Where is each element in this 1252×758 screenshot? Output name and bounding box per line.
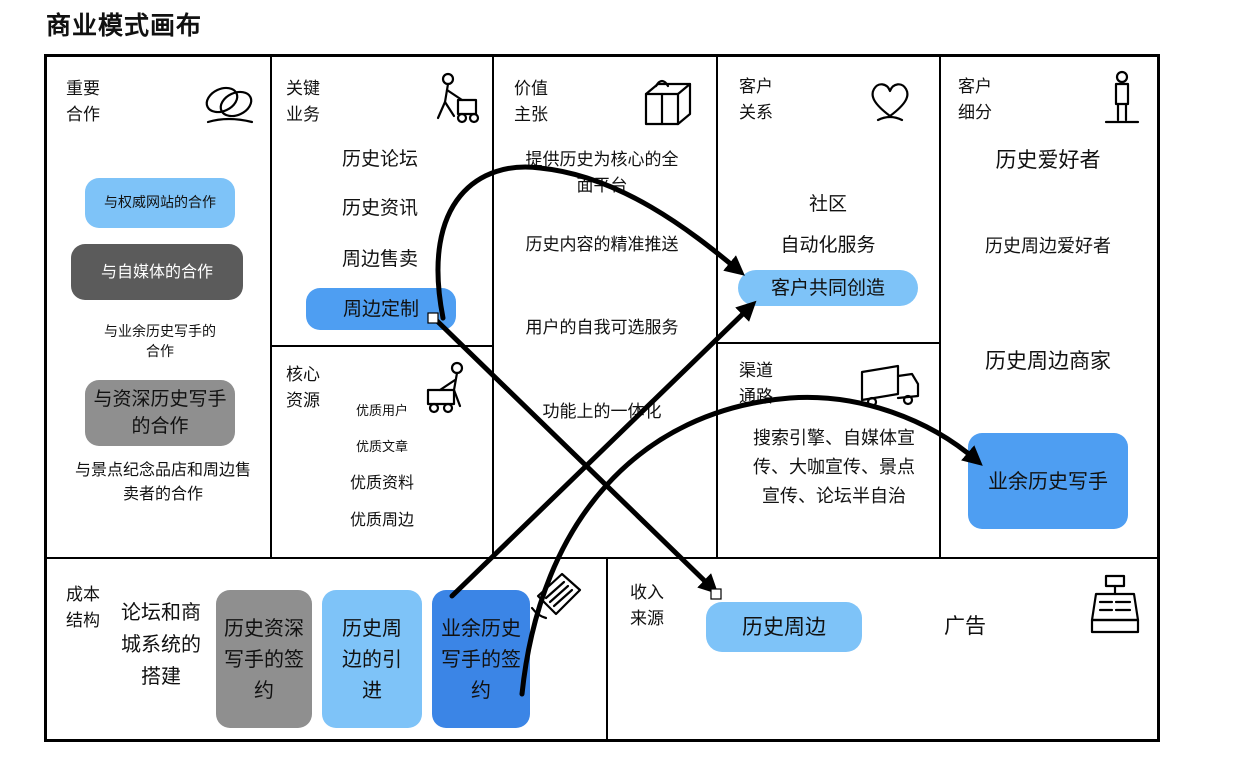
divider <box>606 557 608 739</box>
relation-item: 社区 <box>808 193 847 215</box>
cost-item: 历史资深写手的签约 <box>216 590 312 728</box>
channel-item: 搜索引擎、自媒体宣传、大咖宣传、景点宣传、论坛半自治 <box>753 428 915 507</box>
divider <box>270 57 272 557</box>
mower-icon <box>436 72 480 124</box>
relations-label: 客户 关系 <box>739 77 773 123</box>
divider <box>270 345 492 347</box>
activities-label: 关键 业务 <box>286 79 320 125</box>
rings-icon <box>205 86 254 124</box>
value-item: 功能上的一体化 <box>542 402 662 422</box>
partner-item: 与业余历史写手的合作 <box>104 324 216 360</box>
cost-item: 论坛和商城系统的搭建 <box>121 600 201 688</box>
segment-item: 历史爱好者 <box>995 148 1101 172</box>
partner-item: 与权威网站的合作 <box>85 178 235 228</box>
segment-item: 历史周边爱好者 <box>985 236 1111 257</box>
page-title: 商业模式画布 <box>46 11 203 40</box>
value-item: 历史内容的精准推送 <box>525 235 679 255</box>
heart-icon <box>871 83 909 122</box>
person-icon <box>1104 70 1140 124</box>
activity-item: 历史资讯 <box>341 197 418 219</box>
gift-icon <box>644 79 692 126</box>
canvas-frame <box>44 54 1160 742</box>
segment-item: 业余历史写手 <box>968 433 1128 529</box>
value-label: 价值 主张 <box>514 79 548 125</box>
activity-item: 历史论坛 <box>341 148 418 170</box>
divider <box>492 57 494 557</box>
segments-label: 客户 细分 <box>958 77 992 123</box>
resources-label: 核心 资源 <box>286 365 320 411</box>
cash-register-icon <box>1090 574 1140 634</box>
divider <box>939 57 941 557</box>
arrow-custom-to-cocreation <box>435 164 745 321</box>
relation-item: 自动化服务 <box>780 234 876 256</box>
arrow-custom-to-revenue <box>431 315 719 595</box>
resource-item: 优质资料 <box>349 473 414 492</box>
divider <box>47 557 1157 559</box>
connector-handle[interactable] <box>427 312 439 324</box>
arrow-writers-signing-to-cocreation <box>449 300 757 599</box>
partner-item: 与自媒体的合作 <box>71 244 243 300</box>
segment-item: 历史周边商家 <box>985 349 1111 373</box>
cart-icon <box>426 361 464 414</box>
cost-item: 业余历史写手的签约 <box>432 590 530 728</box>
resource-item: 优质周边 <box>349 510 414 529</box>
connector-handle[interactable] <box>710 588 722 600</box>
activity-item: 周边售卖 <box>341 248 418 270</box>
partner-item: 与资深历史写手的合作 <box>85 380 235 446</box>
revenue-item: 历史周边 <box>706 602 862 652</box>
resource-item: 优质文章 <box>355 440 408 455</box>
arrow-writers-signing-to-segment <box>519 394 983 697</box>
value-item: 用户的自我可选服务 <box>525 318 679 338</box>
cost-label: 成本 结构 <box>66 585 100 631</box>
divider <box>716 342 939 344</box>
activity-item: 周边定制 <box>306 288 456 330</box>
partners-label: 重要 合作 <box>66 79 100 125</box>
revenue-label: 收入 来源 <box>630 583 664 629</box>
resource-item: 优质用户 <box>355 404 408 419</box>
cost-item: 历史周边的引进 <box>322 590 422 728</box>
partner-item: 与景点纪念品店和周边售卖者的合作 <box>74 460 251 503</box>
revenue-item: 广告 <box>944 614 986 638</box>
divider <box>716 57 718 557</box>
relation-item: 客户共同创造 <box>738 270 918 306</box>
